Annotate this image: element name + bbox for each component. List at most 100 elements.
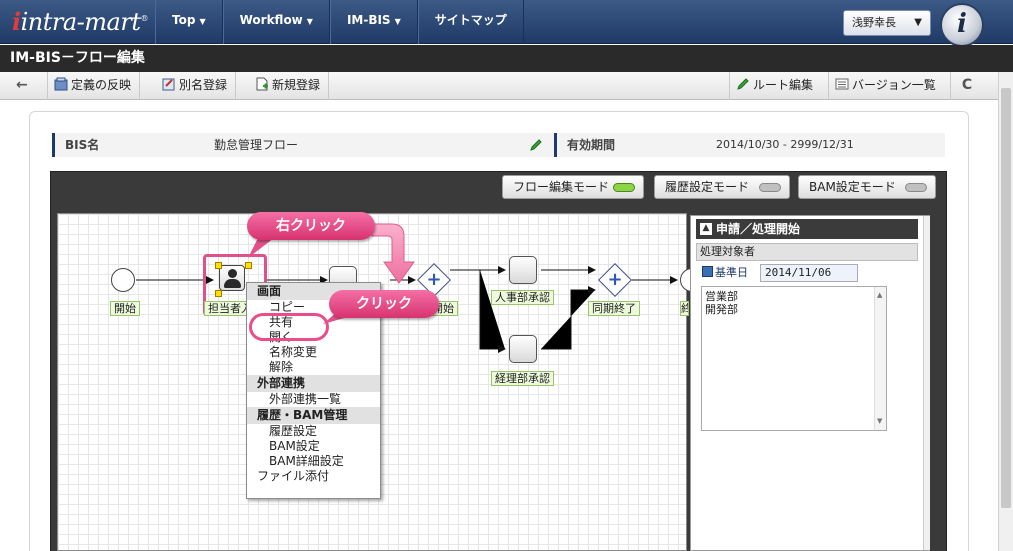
bam-mode-label: BAM設定モード [809,180,896,194]
list-item[interactable]: 営業部 [705,290,738,303]
nav-im-bis[interactable]: IM-BIS▼ [329,0,418,44]
context-menu-item-release[interactable]: 解除 [269,360,294,374]
top-nav-bar: iintra-mart® Top▼ Workflow▼ IM-BIS▼ サイトマ… [0,0,1013,47]
mode-off-indicator [759,183,781,192]
scroll-down-icon[interactable]: ▼ [877,417,883,425]
nav-sitemap-label: サイトマップ [434,13,507,27]
alias-register-label: 別名登録 [179,78,228,92]
base-date-label: 基準日 [702,264,748,282]
refresh-icon[interactable]: C [950,72,983,100]
flow-edit-mode-button[interactable]: フロー編集モード [502,175,644,199]
valid-period-value: 2014/10/30 ‐ 2999/12/31 [716,138,854,151]
arrow-left-icon: ← [16,77,28,93]
right-click-callout: 右クリック [247,212,375,240]
context-menu-header-history-bam: 履歴・BAM管理 [247,407,380,424]
list-item[interactable]: 開発部 [705,303,738,316]
plus-icon: + [607,269,623,290]
context-menu-item-bam-detail-settings[interactable]: BAM詳細設定 [269,454,344,468]
collapse-icon[interactable]: ▲ [700,223,712,235]
bis-name-label: BIS名 [52,133,99,157]
nav-workflow[interactable]: Workflow▼ [222,0,330,44]
mode-off-indicator [905,183,927,192]
alias-register-icon [162,78,175,91]
version-list-button[interactable]: バージョン一覧 [828,72,944,100]
nav-top-label: Top [172,13,196,27]
main-nav: Top▼ Workflow▼ IM-BIS▼ サイトマップ [155,0,524,44]
context-menu-item-file-attach[interactable]: ファイル添付 [257,469,330,483]
accounting-approval-task[interactable] [509,335,537,363]
nav-sitemap[interactable]: サイトマップ [417,0,524,44]
resize-handle[interactable] [215,290,222,297]
context-menu: 画面 コピー 共有 開く 名称変更 解除 外部連携 外部連携一覧 履歴・BAM管… [246,282,381,499]
new-document-icon [256,77,268,91]
context-menu-header-external: 外部連携 [247,375,380,392]
calendar-icon[interactable] [702,266,713,277]
context-menu-item-copy[interactable]: コピー [269,300,306,314]
nav-workflow-label: Workflow [239,13,303,27]
start-node-label: 開始 [110,301,140,316]
back-button[interactable]: ← [10,72,48,100]
context-menu-item-external-list[interactable]: 外部連携一覧 [269,392,342,406]
assignee-node-label: 担当者入 [204,301,256,316]
apply-definition-label: 定義の反映 [71,78,132,92]
mode-on-indicator [613,183,635,192]
route-edit-label: ルート編集 [753,78,814,92]
department-list[interactable]: 営業部 開発部 ▲▼ [701,286,887,431]
list-scrollbar[interactable]: ▲▼ [874,287,886,430]
hr-approval-label: 人事部承認 [491,290,554,305]
properties-title: ▲ 申請／処理開始 [696,219,918,239]
context-menu-item-share[interactable]: 共有 [269,315,294,329]
version-list-label: バージョン一覧 [852,78,936,92]
user-menu-button[interactable]: 浅野幸長 ▼ [843,10,931,36]
route-edit-button[interactable]: ルート編集 [729,72,821,100]
pencil-icon [737,78,749,90]
share-highlight-ring [249,313,329,341]
intra-mart-i-icon[interactable]: i [940,3,984,47]
page-title: IM-BIS－フロー編集 [0,45,1013,72]
context-menu-item-history-settings[interactable]: 履歴設定 [269,424,318,438]
apply-definition-button[interactable]: 定義の反映 [48,72,141,100]
end-node-label: 終 [680,301,689,316]
new-register-button[interactable]: 新規登録 [249,72,330,100]
nav-im-bis-label: IM-BIS [346,13,391,27]
resize-handle[interactable] [245,262,252,269]
bam-mode-button[interactable]: BAM設定モード [798,175,936,199]
page-scrollbar[interactable] [998,72,1013,551]
scrollbar-thumb[interactable] [1001,88,1011,508]
context-menu-item-rename[interactable]: 名称変更 [269,345,318,359]
assignee-task-user-icon[interactable] [219,265,245,291]
sync-end-label: 同期終了 [588,301,640,316]
apply-definition-icon [54,77,68,91]
user-name: 浅野幸長 [852,16,896,29]
caret-down-icon: ▼ [394,17,401,26]
list-icon [835,78,849,90]
base-date-label-text: 基準日 [715,266,748,279]
caret-down-icon: ▼ [914,17,922,28]
caret-down-icon: ▼ [306,17,313,26]
edit-pencil-icon[interactable] [529,138,543,152]
history-mode-label: 履歴設定モード [665,180,750,194]
properties-scrollbar[interactable] [923,216,930,550]
accounting-approval-label: 経理部承認 [491,371,554,386]
nav-top[interactable]: Top▼ [155,0,223,44]
hr-approval-task[interactable] [509,256,537,284]
valid-period-label: 有効期間 [554,133,615,157]
scroll-up-icon[interactable]: ▲ [877,291,883,299]
bis-info-row: BIS名 勤怠管理フロー 有効期間 2014/10/30 ‐ 2999/12/3… [52,133,945,157]
flow-edit-mode-label: フロー編集モード [513,180,610,194]
intra-mart-logo[interactable]: iintra-mart® [12,7,148,36]
click-callout: クリック [329,290,439,318]
toolbar: ← 定義の反映 別名登録 新規登録 ルート編集 バージョン一覧 C [0,72,998,100]
history-mode-button[interactable]: 履歴設定モード [654,175,790,199]
logo-text: intra-mart [20,8,141,36]
base-date-field[interactable]: 2014/11/06 [760,264,858,282]
alias-register-button[interactable]: 別名登録 [156,72,237,100]
plus-icon: + [426,269,442,290]
caret-down-icon: ▼ [199,17,206,26]
context-menu-item-bam-settings[interactable]: BAM設定 [269,439,320,453]
target-person-label: 処理対象者 [696,243,918,261]
bis-name-value: 勤怠管理フロー [214,138,299,152]
properties-title-text: 申請／処理開始 [716,222,801,236]
start-event-circle[interactable] [111,268,135,292]
resize-handle[interactable] [215,262,222,269]
